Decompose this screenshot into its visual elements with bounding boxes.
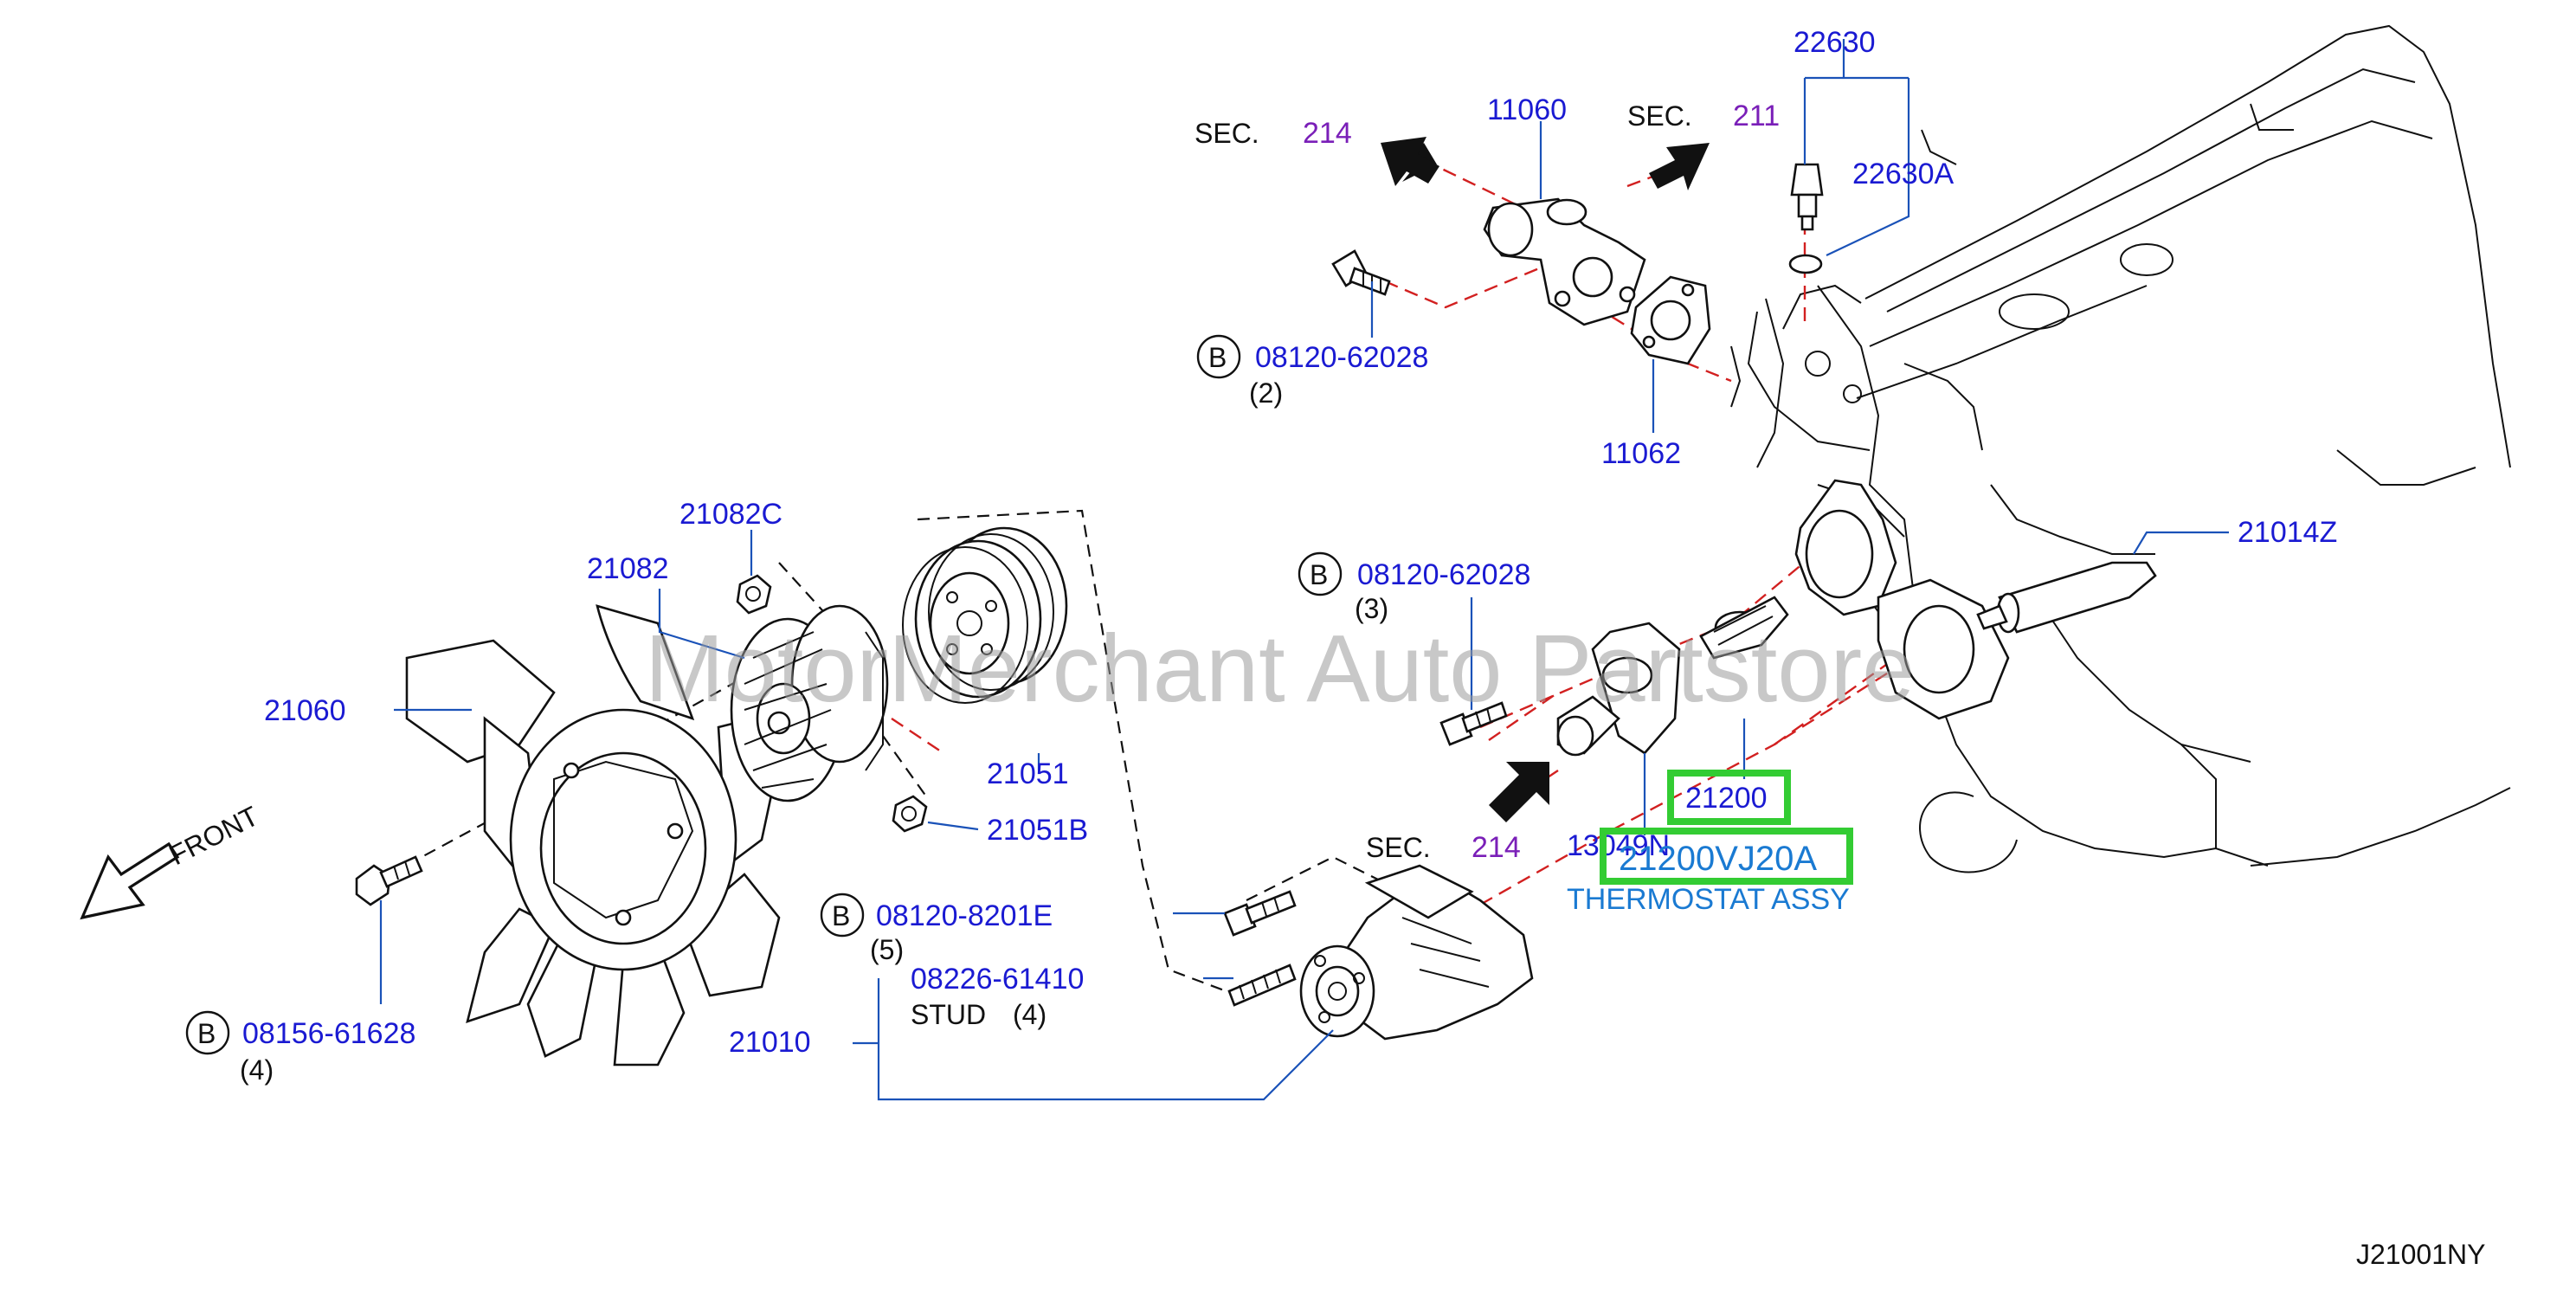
sec-number[interactable]: 214 <box>1303 117 1352 150</box>
quantity: (2) <box>1249 377 1283 409</box>
front-label: FRONT <box>164 800 264 871</box>
diagram-code: J21001NY <box>2356 1239 2485 1270</box>
sec-prefix: SEC. <box>1627 100 1692 132</box>
bolt-callout-mid: B 08120-62028 (3) <box>1298 551 1530 624</box>
quantity: (3) <box>1355 593 1388 624</box>
bolt-marker-circle <box>1196 334 1241 379</box>
pulley-21051 <box>902 526 1068 704</box>
quantity: (5) <box>870 934 904 965</box>
highlight-box-21200 <box>1667 770 1791 825</box>
part-number-22630A[interactable]: 22630A <box>1852 158 1955 190</box>
stud-08226-61410 <box>1227 964 1297 1007</box>
sec-label-214-top: SEC. 214 <box>1195 117 1352 150</box>
bolt-08156-61628 <box>355 855 423 906</box>
bolt-08120-62028-mid <box>1439 701 1508 746</box>
bolt-marker: B <box>1208 342 1227 373</box>
bolt-marker: B <box>1310 559 1328 590</box>
bolt-marker: B <box>197 1018 216 1049</box>
highlight-box-selected-part <box>1600 828 1853 885</box>
water-pump-21010 <box>1299 864 1534 1041</box>
part-number-21200[interactable]: 21200 <box>1685 782 1768 815</box>
part-number-11062[interactable]: 11062 <box>1601 437 1681 470</box>
part-number-08156-61628[interactable]: 08156-61628 <box>242 1017 415 1050</box>
quantity: (4) <box>1013 999 1046 1030</box>
sec-arrow-214-top <box>1381 137 1439 186</box>
bolt-08120-62028-top <box>1331 249 1391 296</box>
part-number-22630[interactable]: 22630 <box>1794 26 1876 59</box>
thermostat-cover-13049N <box>1556 622 1681 757</box>
part-number-21060[interactable]: 21060 <box>264 694 346 727</box>
thermostat-21200 <box>1699 596 1789 660</box>
stud-callout: 08226-61410 STUD (4) <box>911 963 1084 1030</box>
bolt-callout-top: B 08120-62028 (2) <box>1196 334 1428 409</box>
sealant-tube-21014Z <box>1976 561 2157 634</box>
water-outlet-11060 <box>1483 197 1646 326</box>
part-number-11060[interactable]: 11060 <box>1487 93 1567 126</box>
part-number-21082[interactable]: 21082 <box>587 552 669 585</box>
gasket-11062 <box>1630 275 1711 365</box>
sec-label-214-bottom: SEC. 214 <box>1366 831 1521 864</box>
fan-clutch-21082 <box>730 604 889 802</box>
sec-number[interactable]: 214 <box>1472 831 1521 864</box>
part-number-08120-62028[interactable]: 08120-62028 <box>1255 341 1428 374</box>
part-number-21082C[interactable]: 21082C <box>679 498 782 531</box>
sec-label-211: SEC. 211 <box>1627 100 1780 132</box>
bolt-callout-fan: B 08156-61628 (4) <box>185 1010 415 1086</box>
watermark: MotorMerchant Auto Partstore <box>645 615 1915 722</box>
selected-part-number[interactable]: 21200VJ20A <box>1619 840 1817 878</box>
nut-21082C <box>736 574 772 615</box>
nut-21051B <box>892 795 928 833</box>
gasket-thermostat <box>1877 578 2010 720</box>
sec-arrow-211 <box>1649 143 1710 190</box>
part-number-21010[interactable]: 21010 <box>729 1026 811 1059</box>
leader-lines <box>379 39 2229 1101</box>
part-number-08120-8201E[interactable]: 08120-8201E <box>876 899 1053 932</box>
bolt-08120-8201E <box>1223 890 1297 937</box>
selected-part-description: THERMOSTAT ASSY <box>1567 883 1850 916</box>
sec-number[interactable]: 211 <box>1733 100 1780 132</box>
thermostat-housing <box>1794 479 1897 616</box>
front-direction-arrow <box>80 841 180 920</box>
red-assembly-lines <box>891 158 1940 906</box>
temperature-sensor-22630 <box>1788 163 1824 274</box>
part-number-21014Z[interactable]: 21014Z <box>2238 516 2337 549</box>
sec-arrow-214-bottom <box>1489 762 1549 822</box>
part-number-08226-61410[interactable]: 08226-61410 <box>911 963 1084 996</box>
bolt-marker-circle <box>185 1010 230 1055</box>
bolt-callout-pump: B 08120-8201E (5) <box>820 893 1053 965</box>
sec-prefix: SEC. <box>1366 832 1431 863</box>
bolt-marker-circle <box>1298 551 1343 596</box>
engine-block-drawing <box>1730 24 2511 873</box>
part-number-21051B[interactable]: 21051B <box>987 814 1088 847</box>
part-number-21051[interactable]: 21051 <box>987 757 1069 790</box>
stud-label: STUD <box>911 999 986 1030</box>
cooling-fan-21060 <box>405 604 781 1067</box>
quantity: (4) <box>240 1054 274 1086</box>
part-number-13049N[interactable]: 13049N <box>1567 829 1670 862</box>
bolt-marker: B <box>832 900 850 931</box>
sec-prefix: SEC. <box>1195 118 1259 149</box>
bolt-marker-circle <box>820 893 865 938</box>
part-number-08120-62028[interactable]: 08120-62028 <box>1357 558 1530 591</box>
